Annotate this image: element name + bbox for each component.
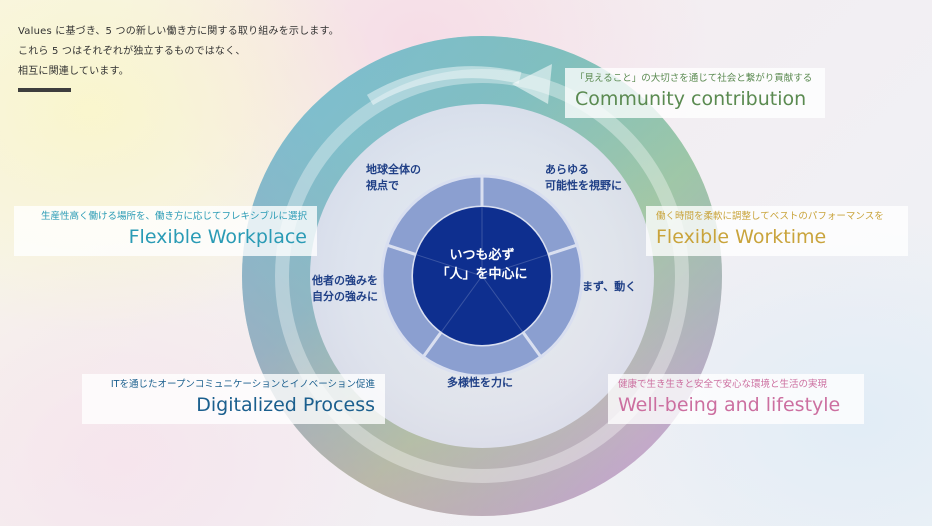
initiative-worktime-title: Flexible Worktime — [656, 226, 827, 248]
value-label-act-line-1: まず、動く — [582, 280, 637, 293]
initiative-wellbeing-title: Well-being and lifestyle — [618, 394, 841, 416]
initiative-wellbeing: 健康で生き生きと安全で安心な環境と生活の実現 Well-being and li… — [608, 374, 864, 424]
initiative-community-description: 「見えること」の大切さを通じて社会と繋がり貢献する — [575, 73, 813, 84]
value-label-act: まず、動く — [582, 279, 636, 295]
center-label: いつも必ず 「人」を中心に — [412, 246, 552, 284]
initiative-workplace-title: Flexible Workplace — [128, 226, 307, 248]
value-label-diversity: 多様性を力に — [447, 375, 513, 391]
cycle-arrow-tail — [366, 66, 522, 106]
center-dividers — [416, 207, 548, 333]
intro-line-2: これら 5 つはそれぞれが独立するものではなく、 — [18, 46, 246, 57]
initiative-digital: ITを通じたオープンコミュニケーションとイノベーション促進 Digitalize… — [82, 374, 385, 424]
cycle-arrow-icon — [512, 64, 552, 104]
value-label-possibility-line-2: 可能性を視野に — [545, 179, 622, 192]
value-label-strengths-line-2: 自分の強みに — [312, 290, 378, 303]
center-label-line-2: 「人」を中心に — [436, 267, 528, 282]
value-label-diversity-line-1: 多様性を力に — [447, 376, 513, 389]
center-circle — [413, 207, 551, 345]
initiative-worktime: 働く時間を柔軟に調整してベストのパフォーマンスを Flexible Workti… — [646, 206, 908, 256]
initiative-wellbeing-description: 健康で生き生きと安全で安心な環境と生活の実現 — [618, 379, 828, 390]
cycle-track — [275, 69, 689, 483]
intro-text: Values に基づき、5 つの新しい働き方に関する取り組みを示します。 これら… — [18, 22, 339, 82]
initiative-worktime-description: 働く時間を柔軟に調整してベストのパフォーマンスを — [656, 211, 884, 222]
initiative-community: 「見えること」の大切さを通じて社会と繋がり貢献する Community cont… — [565, 68, 825, 118]
intro-line-3: 相互に関連しています。 — [18, 66, 129, 77]
value-label-global-line-1: 地球全体の — [366, 163, 421, 176]
initiative-workplace-description: 生産性高く働ける場所を、働き方に応じてフレキシブルに選択 — [40, 211, 307, 222]
value-label-global: 地球全体の 視点で — [366, 162, 421, 194]
intro-underline — [18, 88, 71, 92]
value-label-global-line-2: 視点で — [366, 179, 399, 192]
initiative-digital-description: ITを通じたオープンコミュニケーションとイノベーション促進 — [110, 379, 375, 390]
intro-line-1: Values に基づき、5 つの新しい働き方に関する取り組みを示します。 — [18, 26, 339, 37]
center-label-line-1: いつも必ず — [449, 248, 515, 263]
value-label-strengths: 他者の強みを 自分の強みに — [312, 273, 378, 305]
value-label-possibility: あらゆる 可能性を視野に — [545, 162, 622, 194]
initiative-workplace: 生産性高く働ける場所を、働き方に応じてフレキシブルに選択 Flexible Wo… — [14, 206, 317, 256]
value-label-possibility-line-1: あらゆる — [545, 163, 589, 176]
value-label-strengths-line-1: 他者の強みを — [312, 274, 378, 287]
initiative-community-title: Community contribution — [575, 88, 807, 110]
initiative-digital-title: Digitalized Process — [196, 394, 375, 416]
